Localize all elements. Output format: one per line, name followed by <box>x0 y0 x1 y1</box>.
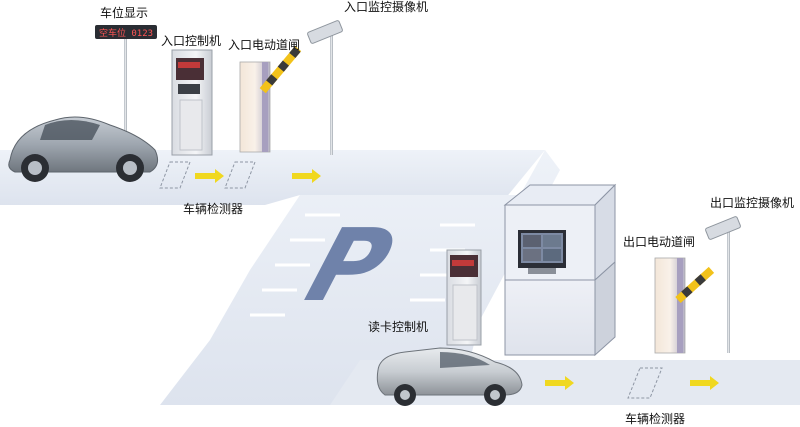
label-entry-gate: 入口电动道闸 <box>228 38 301 52</box>
spot-display-sign: 空车位 0123 <box>95 25 157 146</box>
label-exit-detector: 车辆检测器 <box>625 412 686 426</box>
label-exit-camera: 出口监控摄像机 <box>710 196 795 210</box>
exit-arrows <box>545 376 719 390</box>
entry-gate-arm <box>259 45 302 94</box>
guard-booth <box>503 183 617 357</box>
label-exit-gate: 出口电动道闸 <box>623 235 696 249</box>
entry-detector-loops <box>159 161 256 189</box>
label-entry-controller: 入口控制机 <box>161 34 222 48</box>
label-card-reader: 读卡控制机 <box>368 320 429 334</box>
label-entry-camera: 入口监控摄像机 <box>344 0 429 14</box>
entry-camera <box>307 20 343 155</box>
label-spot-display: 车位显示 <box>100 6 149 20</box>
exit-detector-loops <box>627 367 663 399</box>
exit-camera <box>705 216 741 353</box>
entry-car <box>8 116 159 182</box>
entry-gate <box>239 45 302 153</box>
exit-gate-arm <box>675 266 715 303</box>
exit-gate <box>654 257 715 354</box>
card-reader-machine <box>446 249 482 346</box>
label-entry-detector: 车辆检测器 <box>183 202 244 216</box>
entry-arrows <box>195 169 321 183</box>
entry-controller-machine <box>171 49 213 156</box>
spot-display-screen: 空车位 0123 <box>99 27 153 39</box>
exit-car <box>376 347 523 406</box>
